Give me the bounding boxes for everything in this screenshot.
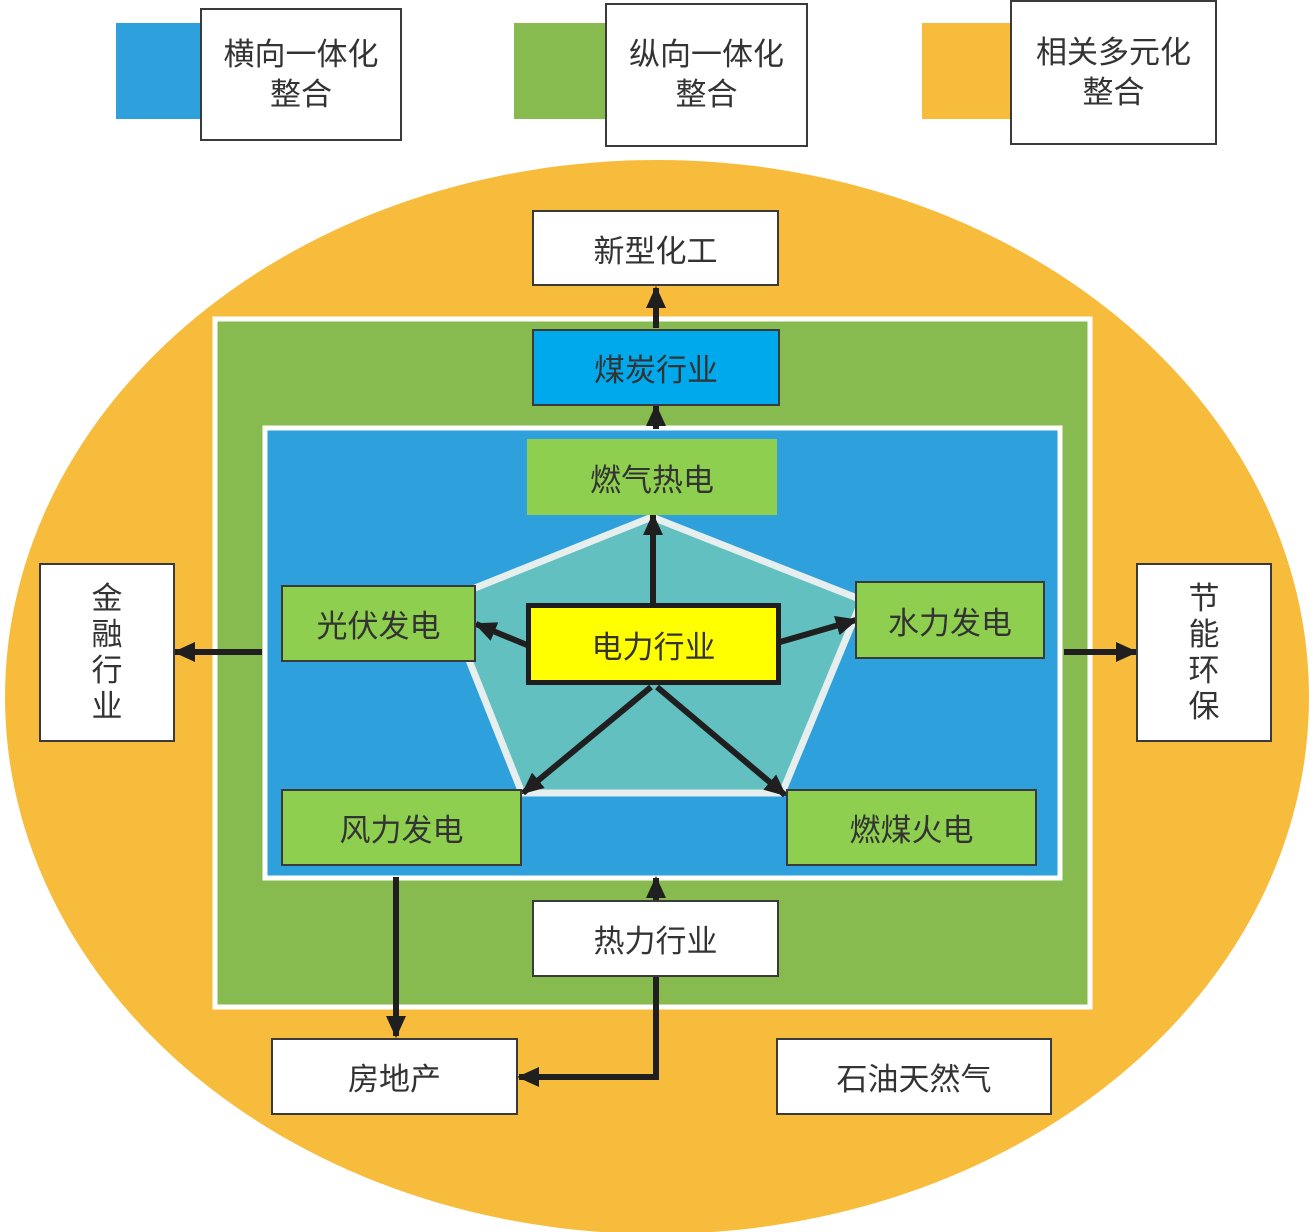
node-solar-power: 光伏发电 xyxy=(281,585,476,662)
node-power-industry: 电力行业 xyxy=(526,603,781,685)
node-new-chemical: 新型化工 xyxy=(532,210,779,286)
arrow-power-to-solar xyxy=(474,621,529,648)
legend-vertical-line2: 整合 xyxy=(675,77,738,113)
node-coal-fired-power: 燃煤火电 xyxy=(786,789,1037,866)
node-oil-gas: 石油天然气 xyxy=(776,1038,1052,1115)
finance-char-1: 金 xyxy=(91,580,123,617)
legend-horizontal-line1: 横向一体化 xyxy=(223,36,379,73)
node-real-estate: 房地产 xyxy=(271,1038,518,1115)
node-coal-industry: 煤炭行业 xyxy=(532,329,780,406)
legend-horizontal-line2: 整合 xyxy=(270,76,332,113)
node-heat-industry: 热力行业 xyxy=(532,900,779,977)
energy-saving-char-4: 保 xyxy=(1188,688,1220,725)
node-gas-thermal-power: 燃气热电 xyxy=(527,439,777,515)
arrow-heat-to-real-estate xyxy=(517,977,659,1087)
finance-char-2: 融 xyxy=(91,616,123,653)
energy-saving-char-2: 能 xyxy=(1188,616,1220,653)
energy-saving-char-3: 环 xyxy=(1188,652,1220,689)
finance-char-4: 业 xyxy=(91,688,123,725)
arrow-power-to-coal-fired xyxy=(655,684,787,798)
legend-swatch-horizontal xyxy=(116,23,206,119)
node-hydro-power: 水力发电 xyxy=(855,581,1045,659)
legend-label-vertical: 纵向一体化 整合 xyxy=(605,3,808,147)
arrow-power-to-hydro xyxy=(779,615,858,645)
node-wind-power: 风力发电 xyxy=(281,789,522,866)
legend-diversified-line2: 整合 xyxy=(1082,74,1145,111)
legend-vertical-line1: 纵向一体化 xyxy=(629,37,784,73)
node-finance-industry: 金 融 行 业 xyxy=(39,563,175,742)
legend-swatch-vertical xyxy=(514,23,610,119)
node-energy-saving: 节 能 环 保 xyxy=(1136,563,1272,742)
legend-swatch-diversified xyxy=(922,23,1016,119)
finance-char-3: 行 xyxy=(91,652,123,689)
arrow-power-to-wind xyxy=(521,684,653,796)
energy-saving-char-1: 节 xyxy=(1188,580,1220,617)
legend-diversified-line1: 相关多元化 xyxy=(1036,34,1191,71)
legend-label-diversified: 相关多元化 整合 xyxy=(1010,0,1217,145)
legend-label-horizontal: 横向一体化 整合 xyxy=(200,8,402,141)
